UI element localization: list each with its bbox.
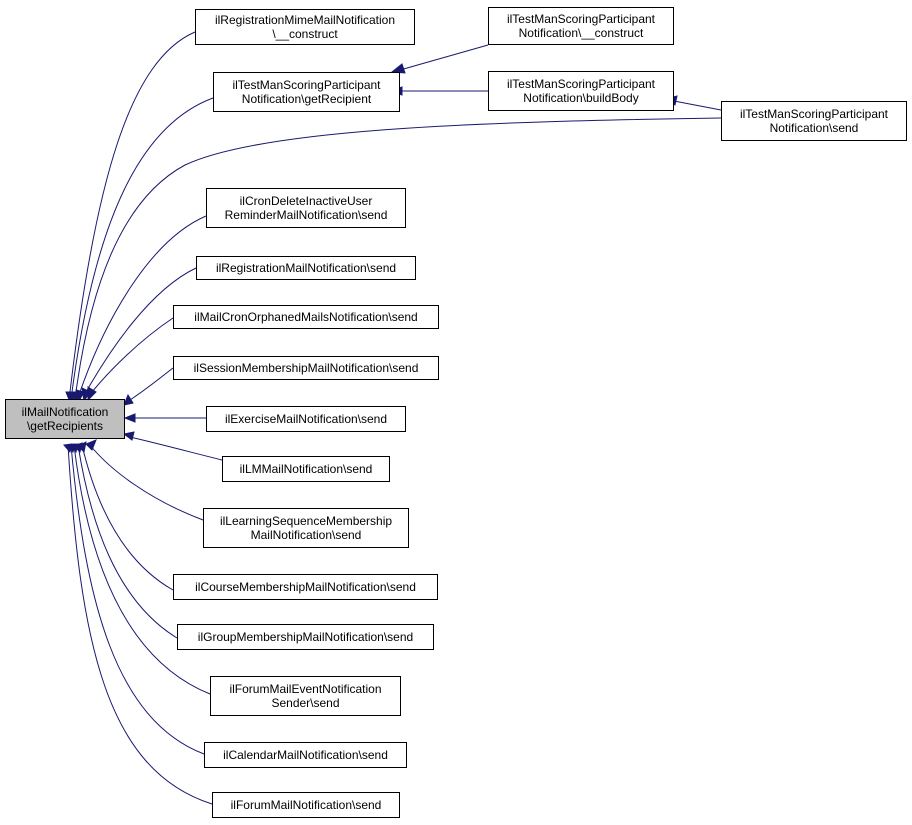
edge-session-membership-to-root: [129, 367, 174, 401]
node-course-membership[interactable]: ilCourseMembershipMailNotification\send: [173, 574, 438, 600]
node-group-membership[interactable]: ilGroupMembershipMailNotification\send: [177, 624, 434, 650]
arrowhead: [87, 386, 97, 402]
edge-forum-to-root: [67, 444, 213, 805]
node-label-line1: ilSessionMembershipMailNotification\send: [193, 361, 419, 375]
arrowhead: [63, 443, 73, 454]
edge-registration-send-to-root: [85, 267, 197, 393]
node-label-line2: Notification\send: [769, 121, 859, 135]
node-learning-sequence[interactable]: ilLearningSequenceMembership MailNotific…: [203, 508, 409, 548]
node-label-line2: Notification\__construct: [518, 26, 644, 40]
node-session-membership[interactable]: ilSessionMembershipMailNotification\send: [173, 356, 439, 380]
node-testman-send[interactable]: ilTestManScoringParticipant Notification…: [721, 101, 907, 141]
node-label-line1: ilCronDeleteInactiveUser: [239, 194, 373, 208]
arrowhead: [123, 393, 134, 406]
node-registration-send[interactable]: ilRegistrationMailNotification\send: [196, 256, 416, 280]
edge-registration-mime-construct-to-root: [69, 31, 196, 393]
node-testman-construct[interactable]: ilTestManScoringParticipant Notification…: [488, 7, 674, 45]
node-label-line1: ilTestManScoringParticipant: [739, 107, 889, 121]
node-forum-event[interactable]: ilForumMailEventNotification Sender\send: [210, 676, 401, 716]
node-label-line2: Notification\getRecipient: [241, 92, 372, 106]
edge-forum-event-to-root: [73, 444, 211, 695]
node-cron-delete-inactive[interactable]: ilCronDeleteInactiveUser ReminderMailNot…: [206, 188, 406, 228]
node-calendar[interactable]: ilCalendarMailNotification\send: [204, 742, 407, 768]
edge-learning-sequence-to-root: [89, 444, 204, 521]
root-node-line2: \getRecipients: [26, 419, 104, 433]
node-registration-mime-construct[interactable]: ilRegistrationMimeMailNotification \__co…: [195, 9, 415, 45]
node-label-line1: ilCalendarMailNotification\send: [223, 748, 388, 762]
node-label-line1: ilCourseMembershipMailNotification\send: [195, 580, 416, 594]
node-label-line2: Sender\send: [271, 696, 340, 710]
edge-course-membership-to-root: [81, 444, 174, 591]
node-label-line2: MailNotification\send: [250, 528, 362, 542]
node-label-line1: ilLearningSequenceMembership: [219, 514, 393, 528]
arrowhead: [75, 389, 85, 403]
edge-cron-orphaned-to-root: [91, 317, 174, 393]
edge-group-membership-to-root: [77, 444, 178, 639]
node-label-line2: \__construct: [272, 27, 338, 41]
node-label-line1: ilTestManScoringParticipant: [232, 78, 381, 92]
node-label-line1: ilLMMailNotification\send: [239, 462, 373, 476]
edge-cron-delete-inactive-to-root: [79, 215, 207, 393]
node-testman-getrecipient[interactable]: ilTestManScoringParticipant Notification…: [213, 72, 400, 112]
edge-testman-send-to-buildbody: [673, 100, 722, 111]
arrowhead: [122, 431, 135, 441]
node-label-line1: ilRegistrationMailNotification\send: [215, 261, 397, 275]
edge-testman-getrecipient-to-root: [71, 97, 214, 393]
root-node-get-recipients: ilMailNotification \getRecipients: [5, 399, 125, 439]
arrowhead: [85, 439, 97, 451]
node-label-line1: ilForumMailNotification\send: [230, 798, 382, 812]
edge-testman-send-to-root: [75, 117, 722, 393]
node-cron-orphaned[interactable]: ilMailCronOrphanedMailsNotification\send: [173, 305, 439, 329]
node-label-line2: ReminderMailNotification\send: [224, 208, 388, 222]
node-label-line1: ilTestManScoringParticipant: [506, 77, 656, 91]
node-lm[interactable]: ilLMMailNotification\send: [222, 456, 390, 482]
node-label-line1: ilForumMailEventNotification: [229, 682, 382, 696]
arrowhead: [123, 413, 136, 423]
edge-calendar-to-root: [70, 444, 205, 755]
edge-lm-to-root: [129, 436, 223, 461]
node-exercise[interactable]: ilExerciseMailNotification\send: [206, 406, 406, 432]
node-testman-buildbody[interactable]: ilTestManScoringParticipant Notification…: [488, 71, 674, 111]
edge-testman-construct-to-getrecipient: [399, 44, 489, 71]
node-label-line1: ilMailCronOrphanedMailsNotification\send: [194, 310, 418, 324]
node-forum[interactable]: ilForumMailNotification\send: [212, 792, 400, 818]
node-label-line1: ilGroupMembershipMailNotification\send: [197, 630, 414, 644]
node-label-line1: ilTestManScoringParticipant: [506, 12, 656, 26]
node-label-line1: ilExerciseMailNotification\send: [224, 412, 388, 426]
node-label-line2: Notification\buildBody: [523, 91, 639, 105]
node-label-line1: ilRegistrationMimeMailNotification: [214, 13, 396, 27]
root-node-line1: ilMailNotification: [21, 405, 109, 419]
